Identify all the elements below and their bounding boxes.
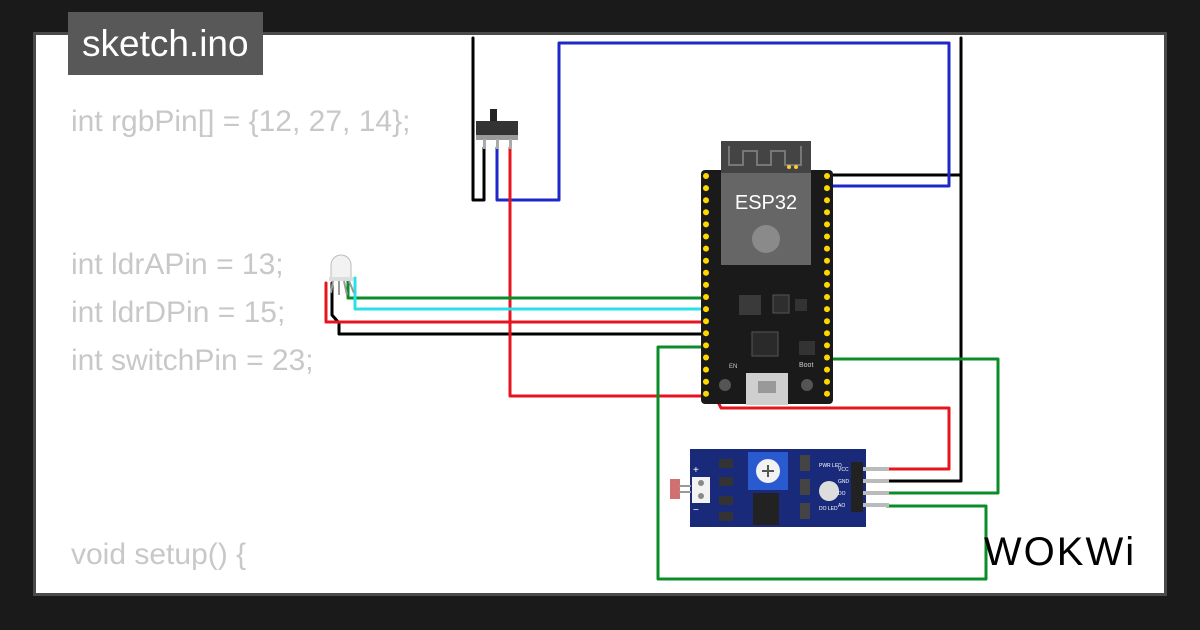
esp32-pin[interactable] — [703, 257, 709, 264]
wire-green-d0[interactable] — [823, 357, 1000, 495]
wokwi-logo[interactable]: WOKWi — [974, 527, 1146, 575]
esp32-pin[interactable] — [703, 233, 709, 240]
circuit-diagram[interactable]: ESP32 EN Boot + − — [36, 35, 1167, 596]
esp32-pin[interactable] — [824, 257, 830, 264]
esp32-pin[interactable] — [703, 366, 709, 373]
photoresistor — [670, 479, 680, 499]
esp32-pin[interactable] — [824, 354, 830, 361]
esp32-pin[interactable] — [824, 209, 830, 216]
svg-text:+: + — [693, 465, 699, 476]
wire-cyan-led[interactable] — [353, 276, 707, 311]
esp32-pin[interactable] — [824, 342, 830, 349]
wire-red-led[interactable] — [324, 281, 707, 324]
esp32-pin[interactable] — [703, 354, 709, 361]
ldr-sensor-module[interactable]: + − PWR LED DO LED VCC GND DO AO — [670, 449, 889, 527]
slide-switch[interactable] — [476, 109, 518, 149]
esp32-chip-label: ESP32 — [735, 192, 797, 214]
sensor-pin-do[interactable] — [863, 491, 889, 495]
power-led — [819, 481, 839, 501]
esp32-pin[interactable] — [824, 378, 830, 385]
esp32-pin[interactable] — [824, 185, 830, 192]
wire-green-led[interactable] — [346, 276, 707, 300]
code-line-switch-pin: int switchPin = 23; — [71, 344, 314, 377]
do-led-label: DO LED — [819, 506, 838, 512]
esp32-pin[interactable] — [703, 269, 709, 276]
esp32-pin[interactable] — [824, 318, 830, 325]
esp32-pin[interactable] — [824, 306, 830, 313]
sensor-terminal — [692, 477, 710, 503]
esp32-pin[interactable] — [703, 294, 709, 300]
sensor-pin-label: DO — [838, 491, 846, 497]
wire-green-a0[interactable] — [656, 345, 988, 581]
esp32-pin[interactable] — [703, 318, 709, 325]
esp32-pin[interactable] — [824, 221, 830, 228]
boot-button[interactable] — [801, 379, 813, 391]
wire-black-sensor-gnd[interactable] — [885, 173, 963, 483]
esp32-pin[interactable] — [703, 390, 709, 397]
esp32-pin[interactable] — [703, 173, 709, 179]
simulation-canvas[interactable]: int rgbPin[] = {12, 27, 14}; int ldrAPin… — [33, 32, 1167, 596]
espressif-icon — [752, 225, 780, 253]
esp32-board[interactable]: ESP32 EN Boot — [701, 141, 833, 405]
en-button-label: EN — [729, 364, 737, 370]
sensor-pin-ao[interactable] — [863, 503, 889, 507]
code-line-ldr-a-pin: int ldrAPin = 13; — [71, 248, 284, 281]
pwr-led-label: PWR LED — [819, 463, 842, 469]
sensor-pin-label: VCC — [838, 467, 849, 473]
en-button[interactable] — [719, 379, 731, 391]
sensor-pin-label: GND — [838, 479, 850, 485]
wire-black-gnd[interactable] — [823, 36, 963, 177]
esp32-pin[interactable] — [703, 209, 709, 216]
code-line-rgb-pin: int rgbPin[] = {12, 27, 14}; — [71, 105, 411, 138]
wire-blue-switch[interactable] — [495, 41, 951, 202]
esp32-pin[interactable] — [703, 342, 709, 349]
esp32-pin[interactable] — [703, 378, 709, 385]
esp32-pin[interactable] — [824, 269, 830, 276]
rgb-led[interactable] — [329, 254, 355, 296]
esp32-pin[interactable] — [824, 173, 830, 179]
esp32-pin[interactable] — [703, 197, 709, 204]
svg-text:WOKWi: WOKWi — [984, 530, 1136, 574]
boot-button-label: Boot — [799, 362, 813, 369]
esp32-pin[interactable] — [703, 281, 709, 288]
wire-red-switch[interactable] — [508, 146, 951, 471]
esp32-pin[interactable] — [824, 197, 830, 204]
esp32-pins[interactable] — [703, 173, 830, 397]
sensor-pin-vcc[interactable] — [863, 467, 889, 471]
esp32-pin[interactable] — [824, 294, 830, 300]
svg-text:−: − — [693, 505, 699, 516]
esp32-pin[interactable] — [824, 245, 830, 252]
sensor-pin-gnd[interactable] — [863, 479, 889, 483]
file-tab-title[interactable]: sketch.ino — [68, 12, 263, 75]
esp32-pin[interactable] — [703, 330, 709, 337]
esp32-pin[interactable] — [824, 281, 830, 288]
esp32-pin[interactable] — [703, 221, 709, 228]
sensor-pin-label: AO — [838, 503, 845, 509]
esp32-pin[interactable] — [824, 233, 830, 240]
wire-black-switch[interactable] — [471, 36, 486, 202]
esp32-pin[interactable] — [703, 185, 709, 192]
esp32-pin[interactable] — [824, 366, 830, 373]
esp32-pin[interactable] — [703, 245, 709, 252]
esp32-pin[interactable] — [824, 330, 830, 337]
code-line-ldr-d-pin: int ldrDPin = 15; — [71, 296, 286, 329]
esp32-pin[interactable] — [703, 306, 709, 313]
esp32-pin[interactable] — [824, 390, 830, 397]
code-line-setup: void setup() { — [71, 538, 247, 571]
